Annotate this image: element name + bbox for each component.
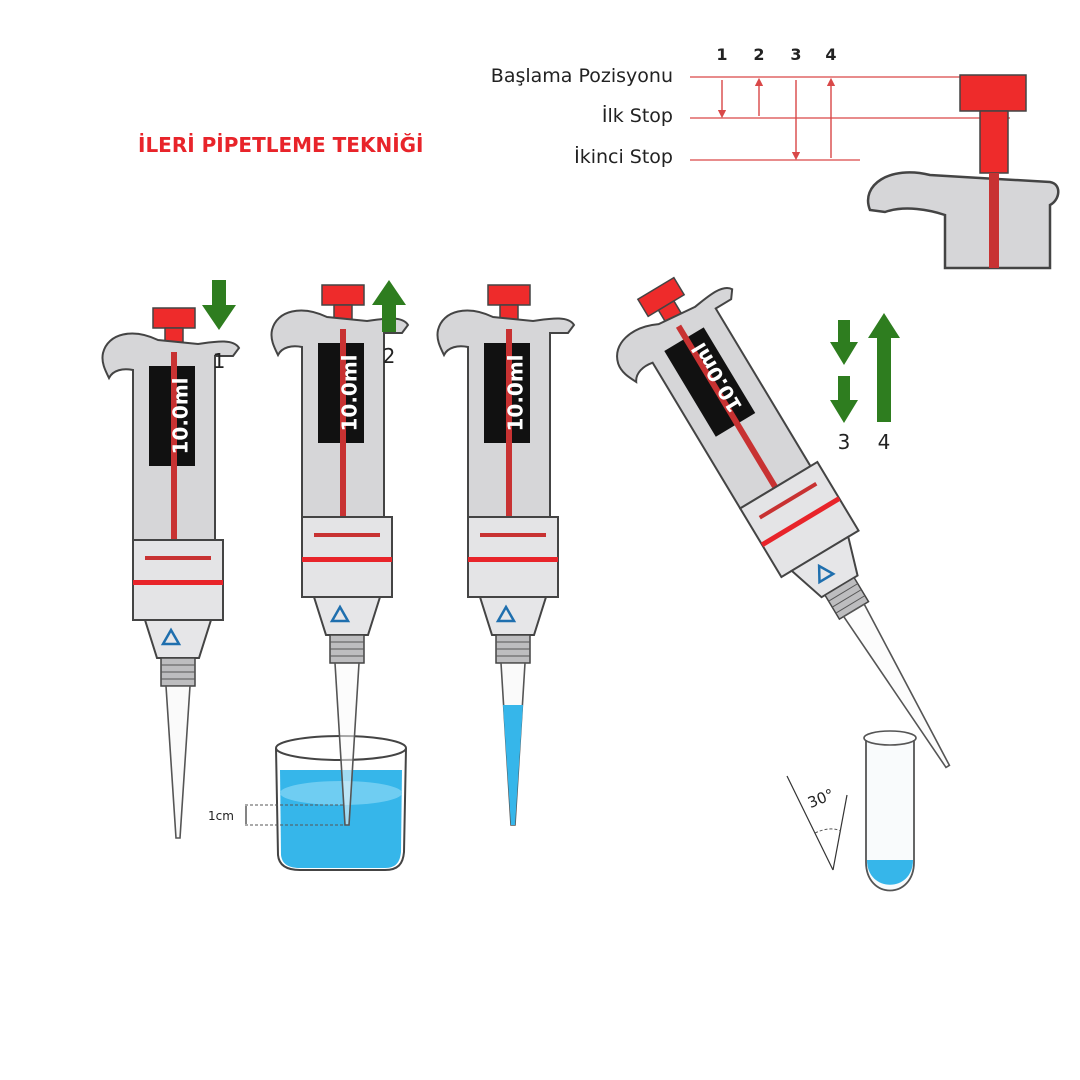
- arrow-down-icon: [830, 376, 858, 423]
- volume-label: 10.0ml: [169, 377, 193, 454]
- plunger-closeup: [866, 74, 1060, 270]
- arrow-down-icon: [202, 280, 236, 330]
- step-number-3: 3: [790, 45, 801, 64]
- start-position-label: Başlama Pozisyonu: [491, 65, 673, 87]
- immersion-depth-marker: 1cm: [208, 804, 345, 826]
- first-stop-label: İlk Stop: [602, 104, 673, 127]
- step-number-1: 1: [716, 45, 727, 64]
- step-4-number: 4: [878, 430, 891, 454]
- test-tube: [863, 730, 917, 892]
- volume-label: 10.0ml: [338, 354, 362, 431]
- second-stop-label: İkinci Stop: [574, 145, 673, 168]
- pipette-step-1: 10.0ml: [100, 306, 242, 839]
- step-2-number: 2: [383, 344, 396, 368]
- step-3-number: 3: [838, 430, 851, 454]
- step-4-indicator: 4: [868, 313, 900, 454]
- pipette-step-3: 10.0ml: [435, 283, 576, 826]
- pipette-step-2: 10.0ml: [269, 283, 410, 665]
- step-1-indicator: 1: [202, 280, 236, 373]
- volume-label: 10.0ml: [504, 354, 528, 431]
- pipette-step-4: 10.0ml: [592, 252, 951, 769]
- step-number-4: 4: [825, 45, 836, 64]
- diagram-title: İLERİ PİPETLEME TEKNİĞİ: [138, 133, 424, 157]
- arrow-up-icon: [868, 313, 900, 422]
- step-number-2: 2: [753, 45, 764, 64]
- angle-indicator: 30°: [786, 775, 848, 871]
- arrow-up-icon: [372, 280, 406, 332]
- arrow-down-icon: [830, 320, 858, 365]
- pipette-2-tip: [334, 662, 360, 826]
- step-1-number: 1: [213, 349, 226, 373]
- position-legend: Başlama Pozisyonu İlk Stop İkinci Stop 1…: [491, 45, 1060, 270]
- angle-label: 30°: [805, 785, 836, 812]
- immersion-depth-label: 1cm: [208, 809, 234, 823]
- step-3-indicator: 3: [830, 320, 858, 454]
- step-2-indicator: 2: [372, 280, 406, 368]
